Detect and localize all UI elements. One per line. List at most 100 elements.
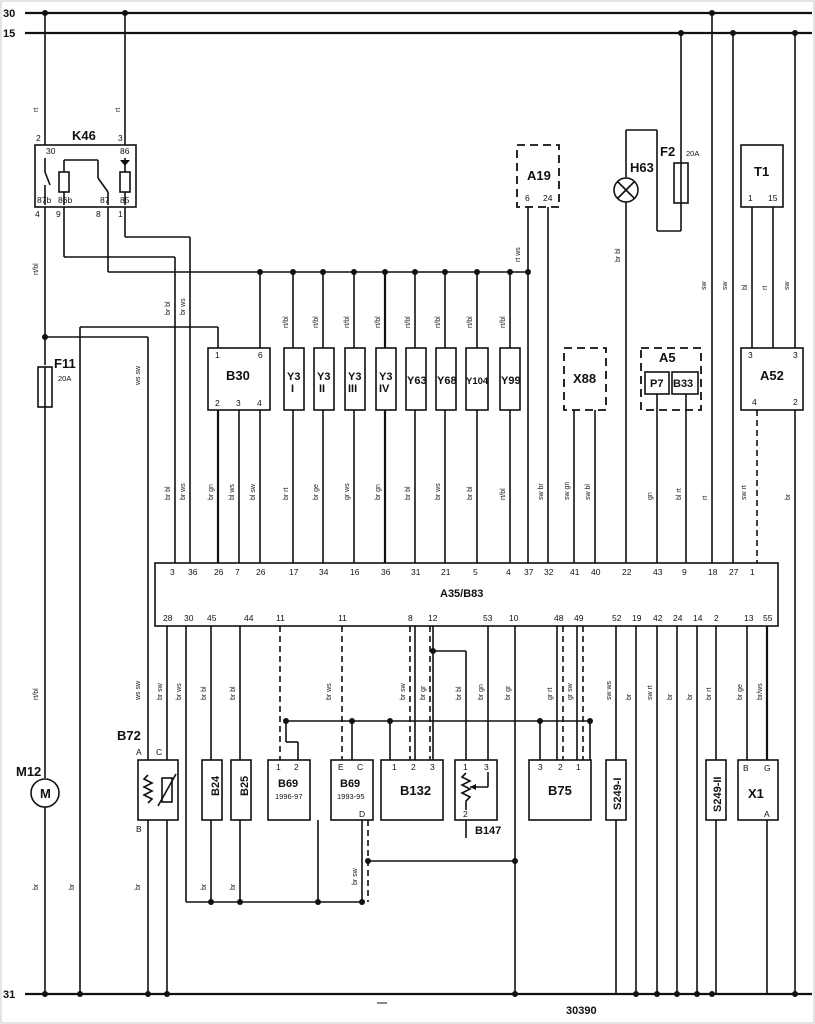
svg-text:rt/bl: rt/bl (500, 316, 507, 328)
a35-top-pin: 40 (591, 567, 601, 577)
svg-text:ws sw: ws sw (135, 365, 142, 386)
rail-30-label: 30 (3, 8, 15, 20)
m12-label: M12 (16, 764, 41, 779)
a35-top-pin: 9 (682, 567, 687, 577)
svg-text:rt/bl: rt/bl (283, 316, 290, 328)
svg-text:bl: bl (742, 284, 749, 290)
k46-pin-86: 86 (120, 146, 130, 156)
k46-wires (42, 207, 528, 994)
y104-label: Y104 (466, 376, 489, 387)
b132-label: B132 (400, 783, 431, 798)
a35-bottom-pin: 19 (632, 613, 642, 623)
svg-text:sw br: sw br (538, 483, 545, 500)
valve-y3-i: Y3 I (283, 272, 305, 563)
svg-text:br bl: br bl (615, 248, 622, 262)
f11-label: F11 (54, 356, 76, 371)
sensor-b132: 1 2 3 B132 (380, 759, 444, 821)
rail-31-label: 31 (3, 989, 15, 1001)
svg-text:2: 2 (463, 809, 468, 819)
a35-bottom-pin: 42 (653, 613, 663, 623)
b30-pin-2: 2 (215, 398, 220, 408)
a52-pin-3-left: 3 (748, 350, 753, 360)
svg-text:br bl: br bl (405, 486, 412, 500)
valve-y3-iii: Y3 III (344, 272, 366, 563)
b25-label: B25 (239, 776, 251, 796)
b147-label: B147 (475, 825, 501, 837)
svg-text:rt: rt (702, 496, 709, 500)
rail-15-label: 15 (3, 28, 15, 40)
svg-text:2: 2 (411, 762, 416, 772)
a52-pin-2: 2 (793, 397, 798, 407)
a35-bottom-pin: 11 (276, 613, 285, 623)
svg-text:br/ws: br/ws (757, 683, 764, 700)
a35-top-pin: 16 (350, 567, 360, 577)
a35-top-pin: 36 (188, 567, 198, 577)
switch-s249-ii: S249-II (705, 759, 727, 821)
svg-text:rt: rt (762, 286, 769, 290)
svg-text:A: A (764, 809, 770, 819)
a35-bottom-pin: 13 (744, 613, 754, 623)
a35-top-pin: 21 (441, 567, 451, 577)
sensor-b72: B72 A C B (117, 728, 179, 834)
valve-y104: Y104 (465, 272, 489, 563)
svg-text:rt/bl: rt/bl (405, 316, 412, 328)
b69b-years: 1993-95 (337, 792, 365, 801)
a35-bottom-pin: 28 (163, 613, 173, 623)
svg-text:2: 2 (294, 762, 299, 772)
a35-top-pin: 34 (319, 567, 329, 577)
svg-text:br rt: br rt (283, 488, 290, 501)
f2-rating: 20A (686, 149, 699, 158)
a19-pin-6: 6 (525, 193, 530, 203)
a52-label: A52 (760, 368, 784, 383)
svg-text:II: II (319, 383, 325, 395)
a19-label: A19 (527, 168, 551, 183)
k46-pin-30: 30 (46, 146, 56, 156)
svg-text:C: C (156, 747, 162, 757)
k46-pin-87: 87 (100, 195, 110, 205)
bottom-wiring (147, 626, 769, 994)
sensor-b147: 1 3 2 B147 (454, 759, 501, 837)
svg-text:br bl: br bl (165, 486, 172, 500)
x88-label: X88 (573, 371, 596, 386)
svg-text:1: 1 (392, 762, 397, 772)
svg-text:br: br (33, 883, 40, 890)
module-a5: A5 P7 B33 (640, 347, 702, 563)
svg-text:C: C (357, 762, 363, 772)
sensor-b25: B25 (230, 759, 252, 821)
svg-text:br ws: br ws (326, 683, 333, 700)
svg-text:1: 1 (276, 762, 281, 772)
sensor-b69-1993: E C B69 1993-95 D (330, 759, 374, 821)
sensor-b75: 3 2 1 B75 (528, 759, 592, 821)
svg-text:sw: sw (722, 281, 729, 291)
svg-text:br rt: br rt (706, 688, 713, 701)
svg-text:bl ws: bl ws (229, 484, 236, 500)
a35-bottom-pin: 30 (184, 613, 194, 623)
svg-text:br: br (626, 693, 633, 700)
sensor-b24: B24 (201, 759, 223, 821)
motor-m12: M M12 (16, 764, 60, 994)
svg-text:rt ws: rt ws (515, 247, 522, 262)
connector-x1: B G X1 A (737, 759, 779, 821)
svg-text:br: br (69, 883, 76, 890)
a35-bottom-pin: 55 (763, 613, 773, 623)
t1-pin-15: 15 (768, 193, 778, 203)
svg-text:III: III (348, 383, 357, 395)
drawing-number: 30390 (566, 1005, 597, 1017)
y3-ii-label: Y3 (317, 371, 330, 383)
b30-pin-3: 3 (236, 398, 241, 408)
svg-text:bl rt: bl rt (676, 488, 683, 500)
svg-text:E: E (338, 762, 344, 772)
svg-text:gr ws: gr ws (344, 483, 351, 500)
svg-text:rt/bl: rt/bl (467, 316, 474, 328)
a52-pin-4: 4 (752, 397, 757, 407)
a35-bottom-pin: 12 (428, 613, 438, 623)
a35-top-pin: 1 (750, 567, 755, 577)
svg-text:rt/bl: rt/bl (33, 688, 40, 700)
y3-iii-label: Y3 (348, 371, 361, 383)
a19-pin-24: 24 (543, 193, 553, 203)
a35-bottom-pin: 10 (509, 613, 519, 623)
a35-top-pin: 26 (214, 567, 224, 577)
valve-y3-ii: Y3 II (313, 272, 335, 563)
b69b-label: B69 (340, 778, 360, 790)
